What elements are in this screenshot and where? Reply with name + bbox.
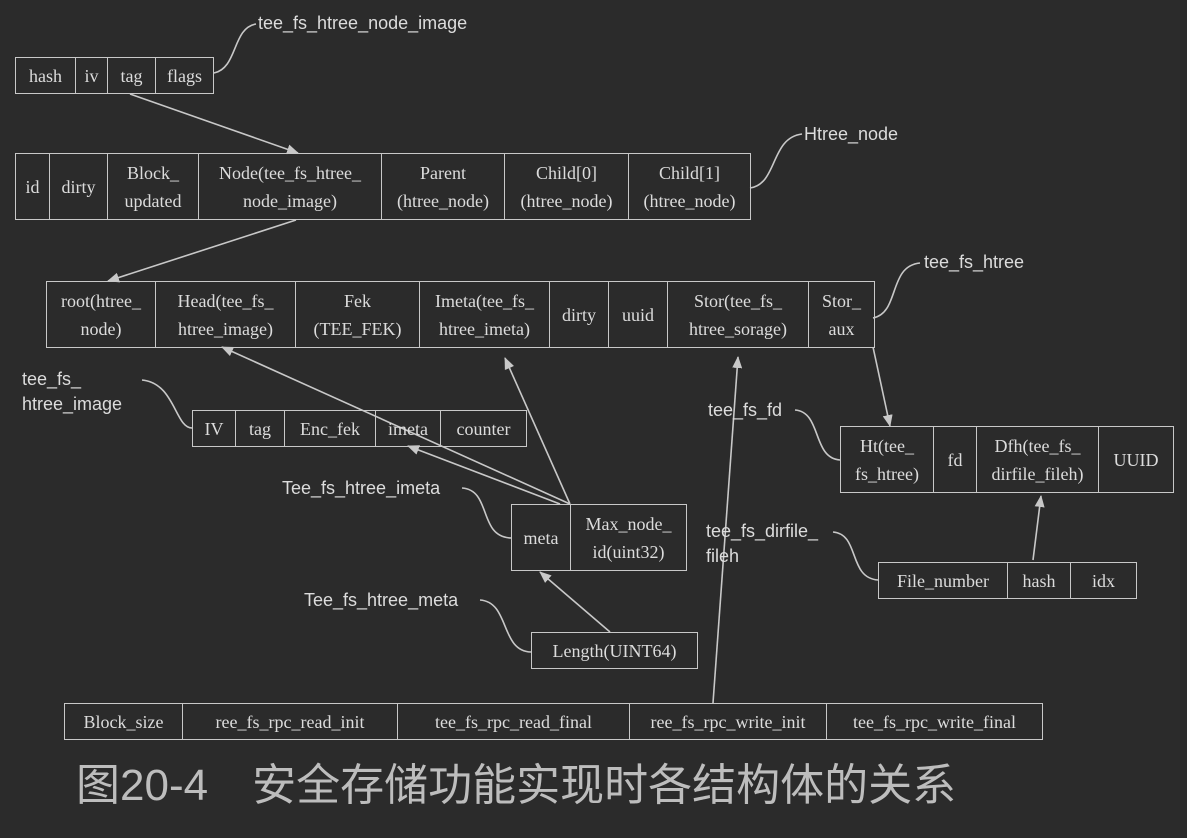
field-child0: Child[0] (htree_node)	[504, 154, 628, 219]
field-read-init: ree_fs_rpc_read_init	[182, 704, 397, 739]
callout-tee-fs-fd	[794, 409, 841, 461]
field-child1: Child[1] (htree_node)	[628, 154, 750, 219]
label-dirfile-fileh: tee_fs_dirfile_ fileh	[706, 521, 819, 566]
field-enc-fek: Enc_fek	[284, 411, 375, 446]
field-node: Node(tee_fs_htree_ node_image)	[198, 154, 381, 219]
field-counter: counter	[440, 411, 526, 446]
field-fd: fd	[933, 427, 976, 492]
callout-tee-fs-htree	[872, 262, 921, 319]
field-write-init: ree_fs_rpc_write_init	[629, 704, 826, 739]
field-imeta: imeta	[375, 411, 440, 446]
record-htree-imeta: meta Max_node_ id(uint32)	[511, 504, 687, 571]
field-file-number: File_number	[897, 570, 989, 591]
record-dirfile-fileh: File_number hash idx	[878, 562, 1137, 599]
field-fek: Fek (TEE_FEK)	[295, 282, 419, 347]
label-tee-fs-fd: tee_fs_fd	[708, 400, 783, 420]
record-htree-node: id dirty Block_ updated Node(tee_fs_htre…	[15, 153, 751, 220]
field-write-final: tee_fs_rpc_write_final	[826, 704, 1042, 739]
field-root: root(htree_ node)	[61, 290, 141, 339]
field-uuid: UUID	[1098, 427, 1173, 492]
field-flags: flags	[155, 58, 213, 93]
arrow-storage-to-stor	[712, 356, 743, 704]
record-tee-fs-htree: root(htree_ node) Head(tee_fs_ htree_ima…	[46, 281, 875, 348]
record-node-image: hash iv tag flags	[15, 57, 214, 94]
record-tee-fs-fd: Ht(tee_ fs_htree) fd Dfh(tee_fs_ dirfile…	[840, 426, 1174, 493]
field-block-size: Block_size	[83, 711, 164, 732]
arrow-imeta-to-htree-image	[407, 445, 561, 505]
field-length: Length(UINT64)	[552, 640, 677, 661]
callout-imeta	[461, 487, 512, 539]
field-stor-aux: Stor_ aux	[808, 282, 874, 347]
arrow-imeta-to-head	[221, 346, 571, 505]
callout-dirfile	[832, 531, 879, 581]
callout-node-image	[213, 23, 257, 74]
arrow-fileh-to-dfh	[1032, 495, 1045, 561]
field-idx: idx	[1070, 563, 1136, 598]
field-dirty: dirty	[49, 154, 107, 219]
field-dfh: Dfh(tee_fs_ dirfile_fileh)	[976, 427, 1098, 492]
field-head: Head(tee_fs_ htree_image)	[155, 282, 295, 347]
field-block-updated: Block_ updated	[107, 154, 198, 219]
record-htree-meta: Length(UINT64)	[531, 632, 698, 669]
label-htree-node: Htree_node	[804, 124, 899, 144]
field-stor: Stor(tee_fs_ htree_sorage)	[667, 282, 808, 347]
record-storage: Block_size ree_fs_rpc_read_init tee_fs_r…	[64, 703, 1043, 740]
field-hash: hash	[1007, 563, 1070, 598]
field-uuid: uuid	[608, 282, 667, 347]
field-hash: hash	[29, 65, 62, 86]
label-meta: Tee_fs_htree_meta	[304, 590, 459, 610]
arrow-stor-aux-to-ht	[872, 346, 893, 427]
field-parent: Parent (htree_node)	[381, 154, 504, 219]
arrow-node-to-root	[107, 219, 297, 283]
callout-htree-image	[141, 379, 193, 429]
field-meta: meta	[523, 527, 559, 548]
arrow-node-image-to-node	[129, 93, 299, 155]
callout-meta	[479, 599, 532, 653]
label-tee-fs-htree: tee_fs_htree	[924, 252, 1025, 272]
figure-caption: 图20-4 安全存储功能实现时各结构体的关系	[76, 761, 957, 810]
field-ht: Ht(tee_ fs_htree)	[855, 435, 919, 484]
callout-htree-node	[749, 133, 803, 189]
record-htree-image: IV tag Enc_fek imeta counter	[192, 410, 527, 447]
field-imeta: Imeta(tee_fs_ htree_imeta)	[419, 282, 549, 347]
arrow-meta-to-imeta	[539, 571, 611, 633]
field-dirty: dirty	[549, 282, 608, 347]
arrow-imeta-to-imeta-field	[504, 357, 571, 505]
field-tag: tag	[107, 58, 155, 93]
field-max-node-id: Max_node_ id(uint32)	[570, 505, 686, 570]
label-node-image: tee_fs_htree_node_image	[258, 13, 468, 33]
label-htree-image: tee_fs_ htree_image	[22, 369, 123, 414]
field-iv: IV	[204, 418, 224, 439]
label-imeta: Tee_fs_htree_imeta	[282, 478, 441, 498]
field-tag: tag	[235, 411, 284, 446]
field-read-final: tee_fs_rpc_read_final	[397, 704, 629, 739]
field-iv: iv	[75, 58, 107, 93]
field-id: id	[25, 176, 40, 197]
